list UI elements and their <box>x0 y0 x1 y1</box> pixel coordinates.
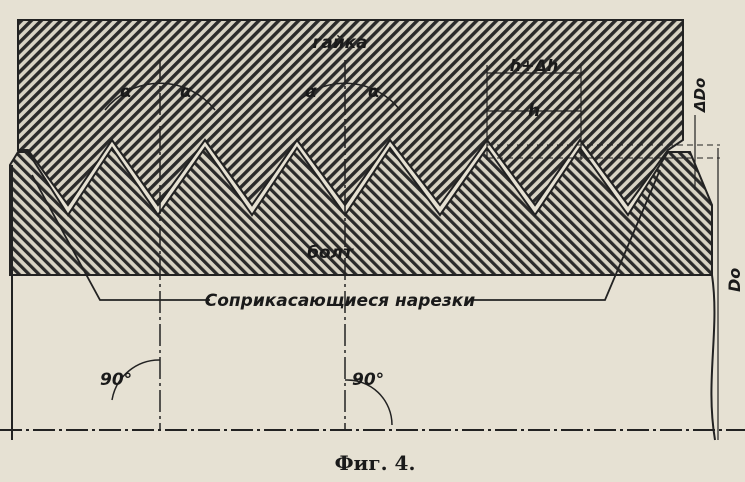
alpha-4: α <box>368 82 380 102</box>
bolt-body <box>9 146 713 276</box>
nut-body <box>17 19 684 207</box>
angle-right-label: 90° <box>352 370 384 390</box>
alpha-2: α <box>180 82 192 102</box>
figure-caption: Фиг. 4. <box>335 451 416 475</box>
h-label: h <box>528 101 540 121</box>
bolt-label: болт <box>307 243 354 263</box>
alpha-3: α <box>305 82 317 102</box>
alpha-1: α <box>120 82 132 102</box>
d0-label: Do <box>725 268 744 292</box>
contact-label: Соприкасающиеся нарезки <box>205 291 476 311</box>
delta-d0-label: ΔDo <box>691 78 709 113</box>
angle-left-label: 90° <box>100 370 132 390</box>
h-plus-dh-label: h+Δh <box>510 56 559 75</box>
nut-label: гайка <box>312 33 367 53</box>
